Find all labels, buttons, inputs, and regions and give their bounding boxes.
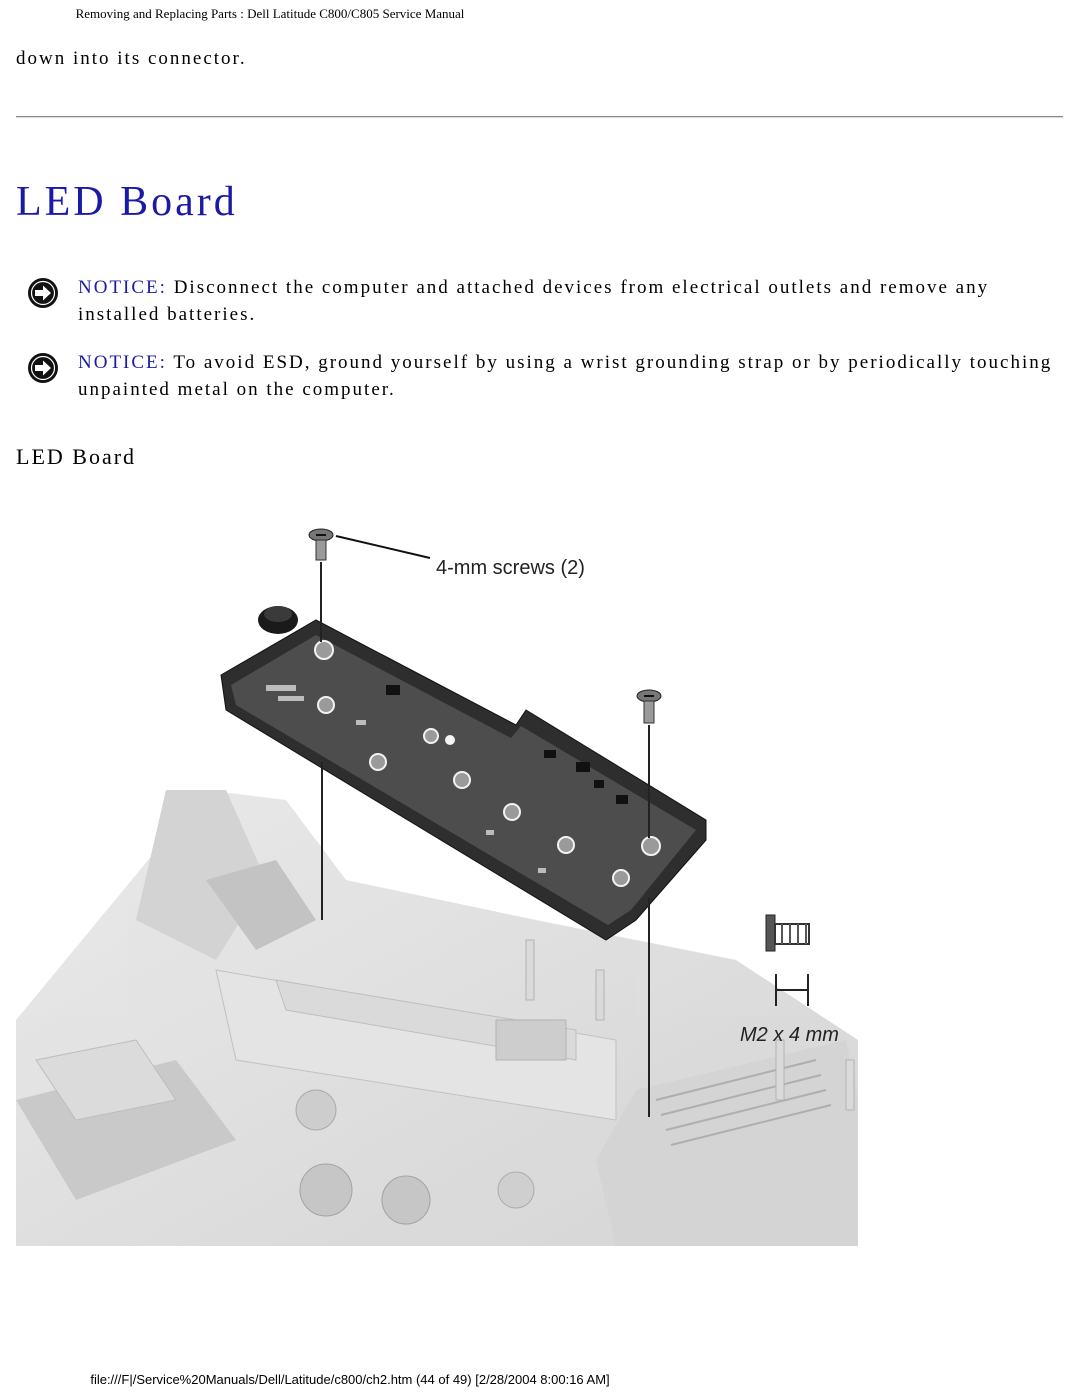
intro-text: down into its connector. <box>16 48 247 69</box>
screw-size-label: M2 x 4 mm <box>740 1024 839 1046</box>
running-header: Removing and Replacing Parts : Dell Lati… <box>75 6 465 21</box>
led-board <box>220 619 707 941</box>
led-board-illustration: 4-mm screws (2) M2 x 4 mm <box>16 528 858 1246</box>
notice-arrow-icon <box>28 353 58 383</box>
figure-caption: LED Board <box>16 444 137 469</box>
rubber-cap <box>258 606 298 634</box>
section-title: LED Board <box>16 179 238 225</box>
computer-chassis <box>16 790 858 1246</box>
notice-text: Disconnect the computer and attached dev… <box>78 277 990 325</box>
file-path-footer: file:///F|/Service%20Manuals/Dell/Latitu… <box>90 1372 610 1387</box>
notice-label: NOTICE: <box>78 352 167 373</box>
screw-right <box>636 689 662 838</box>
screw-hole <box>314 640 334 660</box>
notice-text: To avoid ESD, ground yourself by using a… <box>78 352 1053 400</box>
screw-top <box>308 528 334 642</box>
screw-size-legend: M2 x 4 mm <box>740 914 839 1046</box>
horizontal-divider <box>16 116 1063 118</box>
notice-label: NOTICE: <box>78 277 167 298</box>
callout-screws-label: 4-mm screws (2) <box>436 557 585 579</box>
notice-arrow-icon <box>28 278 58 308</box>
